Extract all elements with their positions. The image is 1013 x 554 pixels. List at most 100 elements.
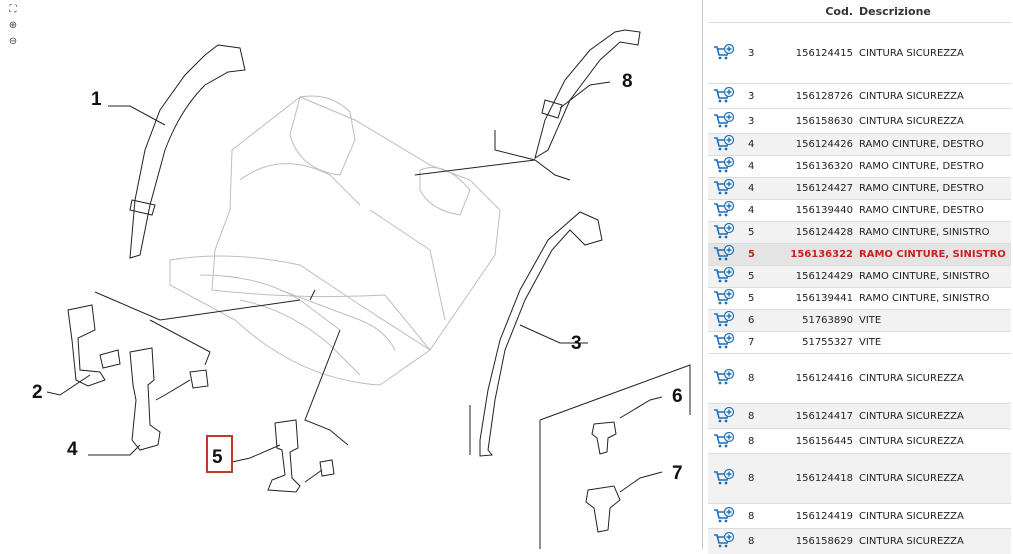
part-code[interactable]: 156136320 — [764, 155, 859, 178]
callout-5[interactable]: 5 — [212, 447, 223, 468]
add-to-cart-icon[interactable] — [713, 267, 735, 283]
belt-8-drawing — [534, 29, 641, 160]
part-code[interactable]: 156136322 — [764, 243, 859, 266]
callout-3[interactable]: 3 — [571, 333, 582, 354]
callout-2[interactable]: 2 — [32, 382, 43, 403]
header-description: Descrizione — [859, 4, 931, 18]
part-code[interactable]: 51755327 — [764, 331, 859, 354]
add-to-cart-icon[interactable] — [713, 86, 735, 103]
position-number: 4 — [740, 133, 764, 156]
add-to-cart-cell[interactable] — [708, 528, 740, 554]
part-code[interactable]: 156124419 — [764, 503, 859, 529]
part-code[interactable]: 51763890 — [764, 309, 859, 332]
add-to-cart-cell[interactable] — [708, 133, 740, 156]
belt-3-drawing — [479, 211, 603, 457]
part-code[interactable]: 156124429 — [764, 265, 859, 288]
add-to-cart-icon[interactable] — [713, 111, 735, 128]
add-to-cart-cell[interactable] — [708, 287, 740, 310]
add-to-cart-icon[interactable] — [713, 201, 735, 217]
zoom-in-icon[interactable]: ⊕ — [8, 20, 18, 31]
add-to-cart-cell[interactable] — [708, 22, 740, 84]
part-code[interactable]: 156139440 — [764, 199, 859, 222]
part-code[interactable]: 156124416 — [764, 353, 859, 404]
add-to-cart-cell[interactable] — [708, 309, 740, 332]
zoom-out-icon[interactable]: ⊖ — [8, 36, 18, 47]
part-description: RAMO CINTURE, DESTRO — [859, 177, 1011, 200]
add-to-cart-icon[interactable] — [713, 406, 735, 423]
add-to-cart-icon[interactable] — [713, 43, 735, 60]
part-code[interactable]: 156124415 — [764, 22, 859, 84]
add-to-cart-icon[interactable] — [713, 333, 735, 349]
add-to-cart-cell[interactable] — [708, 503, 740, 529]
seat-cushion-outline — [169, 255, 431, 386]
zoom-fit-icon[interactable]: ⛶ — [9, 4, 17, 15]
exploded-diagram: ⛶ ⊕ ⊖ — [8, 0, 703, 549]
part-code[interactable]: 156124428 — [764, 221, 859, 244]
callout-7[interactable]: 7 — [672, 463, 683, 484]
add-to-cart-icon[interactable] — [713, 431, 735, 448]
add-to-cart-icon[interactable] — [713, 469, 735, 485]
add-to-cart-cell[interactable] — [708, 199, 740, 222]
add-to-cart-icon[interactable] — [713, 506, 735, 523]
add-to-cart-cell[interactable] — [708, 108, 740, 134]
part-code[interactable]: 156124426 — [764, 133, 859, 156]
callout-4[interactable]: 4 — [67, 439, 78, 460]
add-to-cart-cell[interactable] — [708, 155, 740, 178]
add-to-cart-cell[interactable] — [708, 177, 740, 200]
add-to-cart-icon[interactable] — [713, 311, 735, 327]
part-code[interactable]: 156124417 — [764, 403, 859, 429]
callout-8[interactable]: 8 — [622, 71, 633, 92]
part-code[interactable]: 156139441 — [764, 287, 859, 310]
add-to-cart-cell[interactable] — [708, 428, 740, 454]
position-number: 8 — [740, 503, 764, 529]
add-to-cart-icon[interactable] — [713, 223, 735, 239]
part-description: VITE — [859, 309, 1011, 332]
add-to-cart-icon[interactable] — [713, 289, 735, 305]
callout-1[interactable]: 1 — [91, 89, 102, 110]
add-to-cart-icon[interactable] — [713, 157, 735, 173]
add-to-cart-icon[interactable] — [713, 369, 735, 385]
add-to-cart-cell[interactable] — [708, 243, 740, 266]
add-to-cart-cell[interactable] — [708, 403, 740, 429]
part-code[interactable]: 156156445 — [764, 428, 859, 454]
callout-6[interactable]: 6 — [672, 386, 683, 407]
add-to-cart-cell[interactable] — [708, 331, 740, 354]
part-code[interactable]: 156158629 — [764, 528, 859, 554]
add-to-cart-cell[interactable] — [708, 265, 740, 288]
part-code[interactable]: 156124418 — [764, 453, 859, 504]
part-code[interactable]: 156124427 — [764, 177, 859, 200]
add-to-cart-icon[interactable] — [713, 531, 735, 548]
part-code[interactable]: 156158630 — [764, 108, 859, 134]
add-to-cart-cell[interactable] — [708, 221, 740, 244]
part-description: CINTURA SICUREZZA — [859, 108, 1011, 134]
part-description: RAMO CINTURE, SINISTRO — [859, 221, 1011, 244]
selected-callout-highlight — [206, 435, 233, 473]
add-to-cart-icon[interactable] — [713, 135, 735, 151]
add-to-cart-icon[interactable] — [713, 179, 735, 195]
add-to-cart-cell[interactable] — [708, 353, 740, 404]
part-code[interactable]: 156128726 — [764, 83, 859, 109]
screw-6-drawing — [591, 421, 617, 455]
add-to-cart-cell[interactable] — [708, 453, 740, 504]
add-to-cart-cell[interactable] — [708, 83, 740, 109]
add-to-cart-icon[interactable] — [713, 245, 735, 261]
